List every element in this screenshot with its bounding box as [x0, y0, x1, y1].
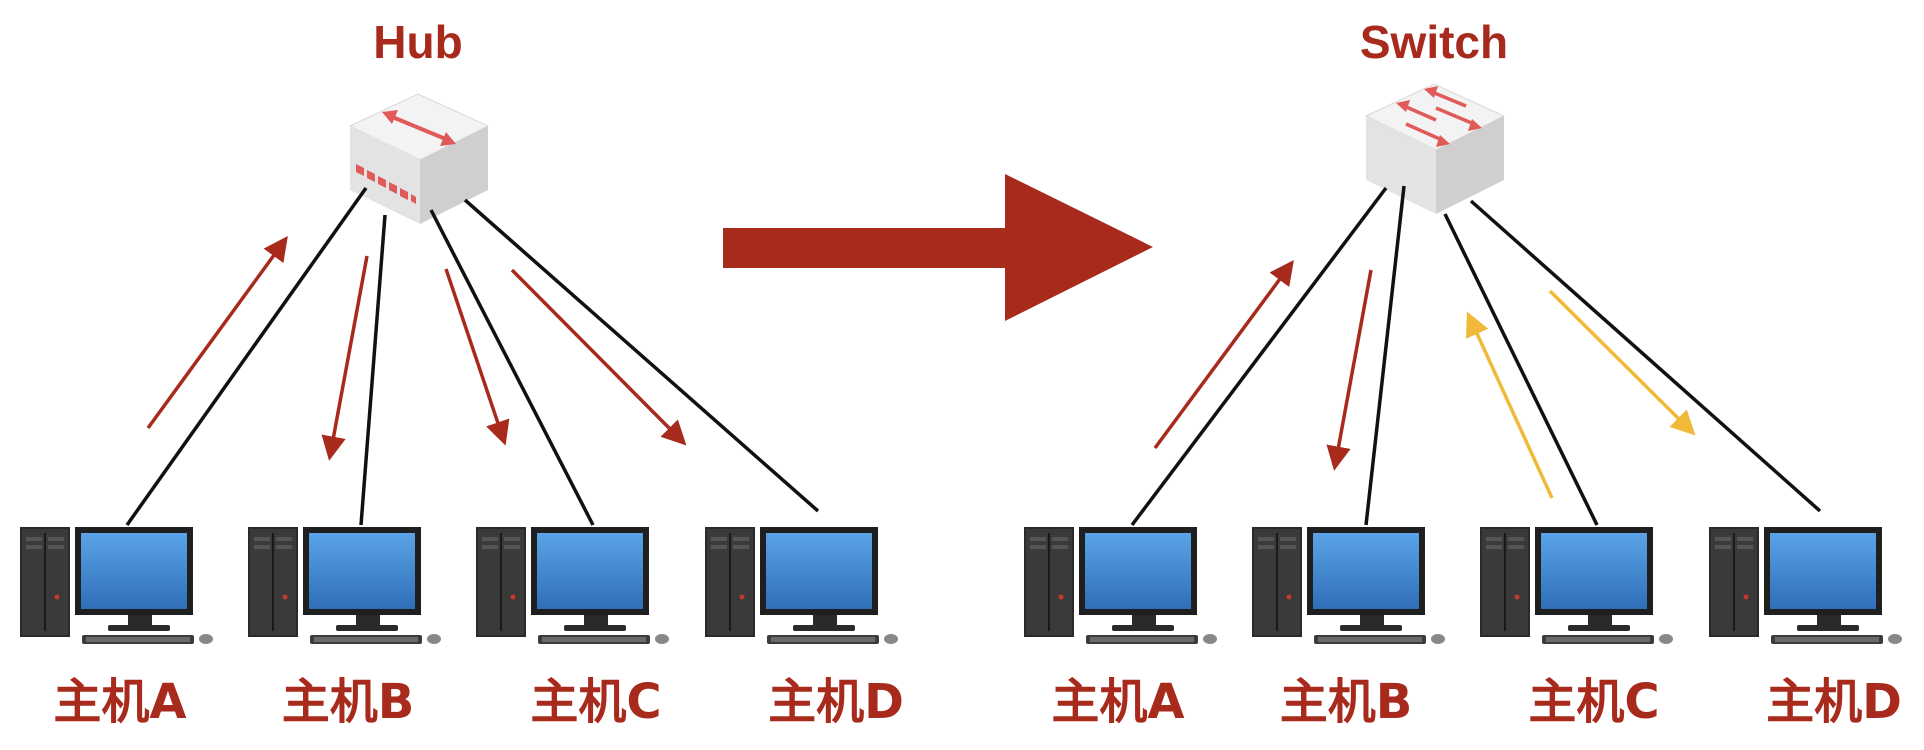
hub-flow-arrow-c-down	[444, 268, 510, 446]
computer-d-icon	[1708, 526, 1903, 645]
hub-cable-b	[359, 214, 387, 526]
hub-host-label-c: 主机C	[530, 674, 661, 730]
switch-host-label-b: 主机B	[1280, 674, 1413, 730]
switch-host-label-a: 主机A	[1051, 674, 1184, 730]
switch-cables	[1130, 185, 1822, 527]
switch-cable-d	[1469, 199, 1822, 513]
computer-c-icon	[475, 526, 670, 645]
computer-b-icon	[247, 526, 442, 645]
hub-flow-arrow-a-up	[146, 236, 288, 430]
computer-d-icon	[704, 526, 899, 645]
hub-cables	[125, 186, 820, 527]
computer-c-icon	[1479, 526, 1674, 645]
computer-a-icon	[1023, 526, 1218, 645]
hub-cable-a	[125, 186, 368, 527]
hub-flow-arrow-b-down	[321, 255, 369, 461]
hub-host-label-b: 主机B	[282, 674, 415, 730]
switch-cable-c	[1443, 213, 1599, 526]
switch-icon	[1364, 82, 1506, 216]
switch-flow-arrow-b-down	[1326, 269, 1373, 471]
hub-host-label-a: 主机A	[53, 674, 186, 730]
switch-title: Switch	[1360, 16, 1508, 68]
hub-cable-d	[463, 198, 820, 513]
hub-icon	[348, 92, 490, 226]
hub-cable-c	[429, 209, 595, 526]
computer-b-icon	[1251, 526, 1446, 645]
switch-flow-arrow-a-up	[1153, 260, 1294, 450]
switch-host-label-d: 主机D	[1766, 674, 1902, 730]
hub-host-label-d: 主机D	[768, 674, 904, 730]
switch-cable-b	[1364, 185, 1406, 526]
hub-title: Hub	[373, 16, 462, 68]
switch-host-label-c: 主机C	[1528, 674, 1659, 730]
hub-flow-arrow-d-down	[510, 268, 687, 446]
switch-flow-arrow-c-up	[1465, 311, 1554, 499]
switch-cable-a	[1130, 186, 1388, 527]
switch-flow-arrow-d-down	[1548, 289, 1696, 436]
computer-a-icon	[19, 526, 214, 645]
right-arrow-icon	[723, 174, 1153, 321]
